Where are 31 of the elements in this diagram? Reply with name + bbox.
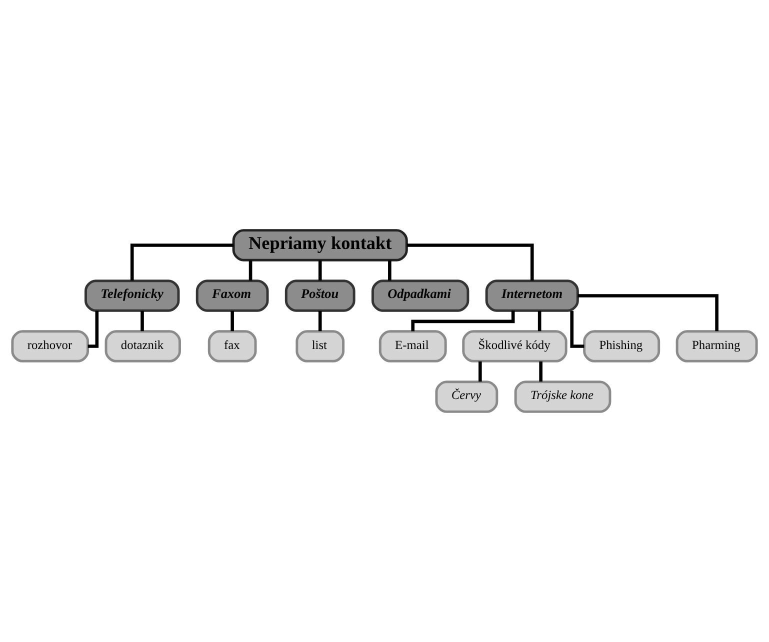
- node-box: E-mail: [378, 330, 447, 362]
- connector: [230, 310, 234, 332]
- connector: [578, 294, 718, 332]
- node-box: fax: [208, 330, 257, 362]
- node-box: Telefonicky: [84, 280, 180, 312]
- node-box: Červy: [435, 380, 498, 413]
- node-box: rozhovor: [11, 330, 90, 362]
- node-box: dotaznik: [104, 330, 181, 362]
- node-box: Pharming: [676, 330, 758, 362]
- node-box: Faxom: [196, 280, 269, 312]
- node-box: Škodlivé kódy: [462, 330, 568, 362]
- connector: [140, 310, 144, 332]
- node-box: Nepriamy kontakt: [232, 229, 408, 262]
- connector: [570, 310, 584, 348]
- connector: [538, 310, 542, 332]
- node-box: Odpadkami: [371, 280, 470, 312]
- node-box: Trójske kone: [514, 380, 612, 413]
- node-box: Phishing: [583, 330, 660, 362]
- connector: [130, 244, 234, 281]
- connector: [411, 310, 515, 332]
- connector: [406, 244, 534, 281]
- connector: [248, 260, 252, 281]
- connector: [318, 310, 322, 332]
- node-box: Poštou: [284, 280, 356, 312]
- connector: [478, 361, 482, 382]
- node-box: list: [296, 330, 345, 362]
- connector: [318, 260, 322, 281]
- connector: [88, 310, 99, 348]
- connector: [388, 260, 392, 281]
- connector: [539, 361, 542, 382]
- node-box: Internetom: [485, 280, 579, 312]
